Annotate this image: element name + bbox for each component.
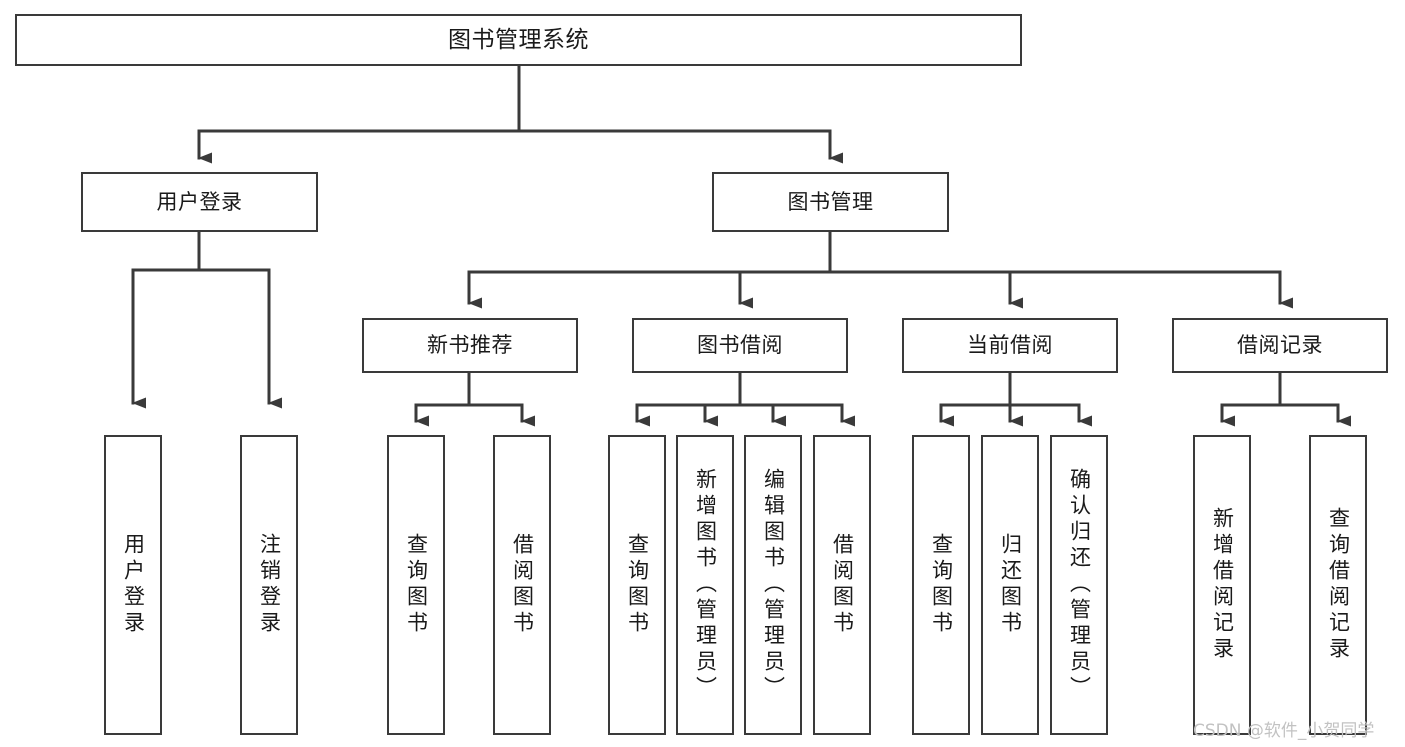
leaf-borrow-record-2[interactable]: 查询借阅记录 bbox=[1309, 435, 1367, 735]
leaf-book-borrow-3[interactable]: 编辑图书（管理员） bbox=[744, 435, 802, 735]
leaf-new-book-recommend-1[interactable]: 查询图书 bbox=[387, 435, 445, 735]
leaf-book-borrow-3-label: 编辑图书（管理员） bbox=[761, 468, 786, 702]
leaf-user-login-1[interactable]: 用户登录 bbox=[104, 435, 162, 735]
leaf-book-borrow-4[interactable]: 借阅图书 bbox=[813, 435, 871, 735]
leaf-new-book-recommend-2[interactable]: 借阅图书 bbox=[493, 435, 551, 735]
node-user-login-label: 用户登录 bbox=[156, 189, 243, 214]
leaf-current-borrow-2[interactable]: 归还图书 bbox=[981, 435, 1039, 735]
node-borrow-record[interactable]: 借阅记录 bbox=[1172, 318, 1388, 373]
leaf-new-book-recommend-2-label: 借阅图书 bbox=[510, 533, 535, 637]
node-book-borrow[interactable]: 图书借阅 bbox=[632, 318, 848, 373]
leaf-current-borrow-2-label: 归还图书 bbox=[998, 533, 1023, 637]
leaf-current-borrow-3[interactable]: 确认归还（管理员） bbox=[1050, 435, 1108, 735]
node-root-book-management-system[interactable]: 图书管理系统 bbox=[15, 14, 1022, 66]
node-new-book-recommend[interactable]: 新书推荐 bbox=[362, 318, 578, 373]
leaf-book-borrow-1-label: 查询图书 bbox=[625, 533, 650, 637]
node-current-borrow[interactable]: 当前借阅 bbox=[902, 318, 1118, 373]
leaf-borrow-record-2-label: 查询借阅记录 bbox=[1326, 507, 1351, 663]
leaf-current-borrow-1[interactable]: 查询图书 bbox=[912, 435, 970, 735]
node-user-login[interactable]: 用户登录 bbox=[81, 172, 318, 232]
node-book-management-label: 图书管理 bbox=[787, 189, 874, 214]
leaf-borrow-record-1-label: 新增借阅记录 bbox=[1210, 507, 1235, 663]
leaf-current-borrow-3-label: 确认归还（管理员） bbox=[1067, 468, 1092, 702]
node-new-book-recommend-label: 新书推荐 bbox=[427, 333, 513, 358]
leaf-new-book-recommend-1-label: 查询图书 bbox=[404, 533, 429, 637]
node-borrow-record-label: 借阅记录 bbox=[1237, 333, 1323, 358]
node-root-label: 图书管理系统 bbox=[448, 26, 589, 53]
leaf-borrow-record-1[interactable]: 新增借阅记录 bbox=[1193, 435, 1251, 735]
leaf-book-borrow-2-label: 新增图书（管理员） bbox=[693, 468, 718, 702]
leaf-current-borrow-1-label: 查询图书 bbox=[929, 533, 954, 637]
leaf-book-borrow-1[interactable]: 查询图书 bbox=[608, 435, 666, 735]
leaf-book-borrow-2[interactable]: 新增图书（管理员） bbox=[676, 435, 734, 735]
node-book-management[interactable]: 图书管理 bbox=[712, 172, 949, 232]
leaf-book-borrow-4-label: 借阅图书 bbox=[830, 533, 855, 637]
node-book-borrow-label: 图书借阅 bbox=[697, 333, 783, 358]
leaf-user-login-1-label: 用户登录 bbox=[121, 533, 146, 637]
node-current-borrow-label: 当前借阅 bbox=[967, 333, 1053, 358]
leaf-user-login-2-label: 注销登录 bbox=[257, 533, 282, 637]
leaf-user-login-2[interactable]: 注销登录 bbox=[240, 435, 298, 735]
